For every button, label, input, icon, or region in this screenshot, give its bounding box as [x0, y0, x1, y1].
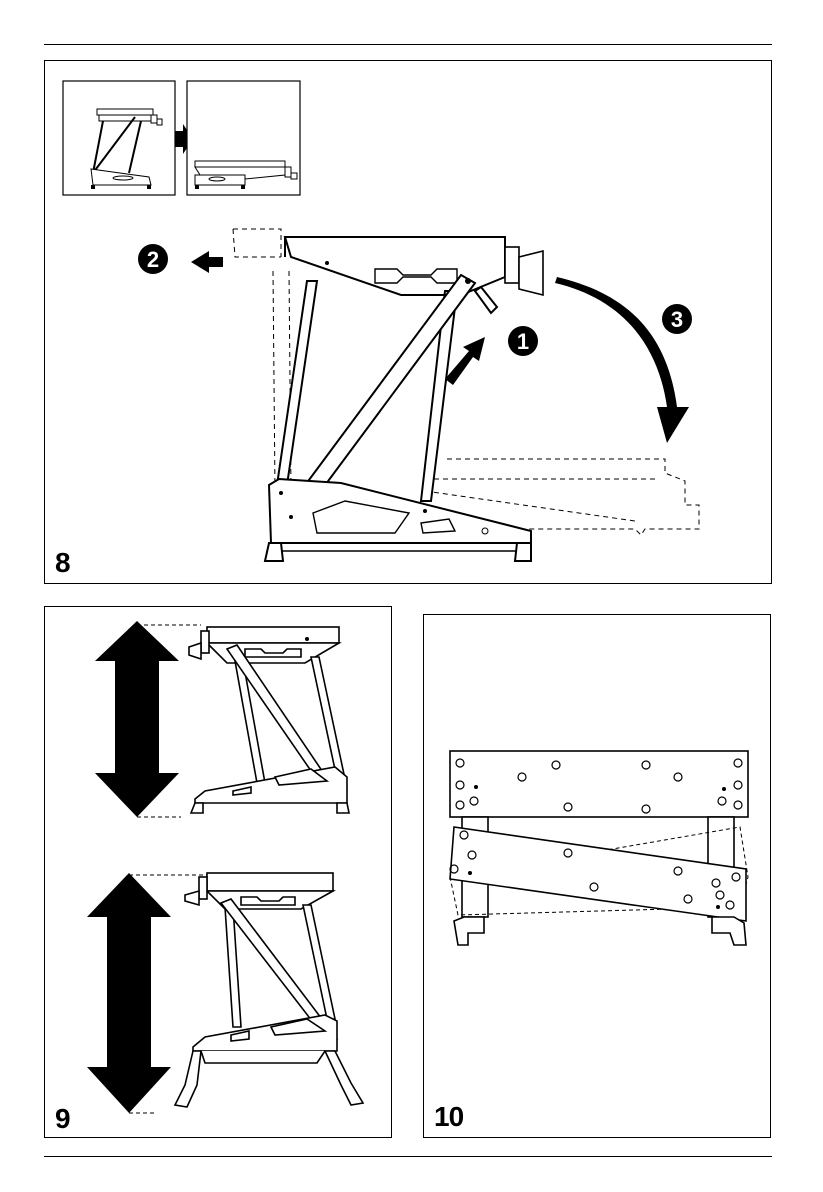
top-rule — [44, 44, 772, 45]
figure-9-number: 9 — [55, 1105, 70, 1133]
bench-worktop — [285, 237, 543, 295]
figure-9-panel: 9 — [44, 606, 392, 1138]
svg-text:2: 2 — [147, 247, 159, 272]
double-arrow-vertical-icon — [95, 621, 179, 817]
bench-feet — [454, 917, 746, 945]
figure-8-number: 8 — [55, 549, 70, 577]
double-arrow-vertical-icon — [87, 873, 171, 1113]
step-1-badge: 1 — [508, 326, 538, 356]
figure-8-illustration: 2 1 3 — [45, 61, 773, 585]
figure-10-illustration — [424, 615, 772, 1139]
arrow-left-icon — [191, 251, 223, 273]
bench-lower-board-tilted — [450, 827, 746, 921]
figure-10-panel: 10 — [423, 614, 771, 1138]
bench-low-position — [189, 627, 349, 813]
curved-arrow-icon — [555, 277, 689, 443]
thumbnail-folded-bench — [187, 81, 300, 195]
svg-text:3: 3 — [671, 307, 683, 332]
figure-10-number: 10 — [434, 1103, 463, 1131]
thumbnail-standing-bench — [63, 81, 175, 195]
step-2-badge: 2 — [138, 244, 168, 274]
figure-8-panel: 2 1 3 8 — [44, 60, 772, 584]
step-3-badge: 3 — [662, 304, 692, 334]
bench-high-position — [175, 873, 363, 1107]
svg-text:1: 1 — [517, 329, 529, 354]
bench-top-board — [450, 751, 748, 817]
bench-base — [265, 479, 531, 561]
figure-9-illustration — [45, 607, 393, 1139]
bottom-rule — [44, 1156, 772, 1157]
